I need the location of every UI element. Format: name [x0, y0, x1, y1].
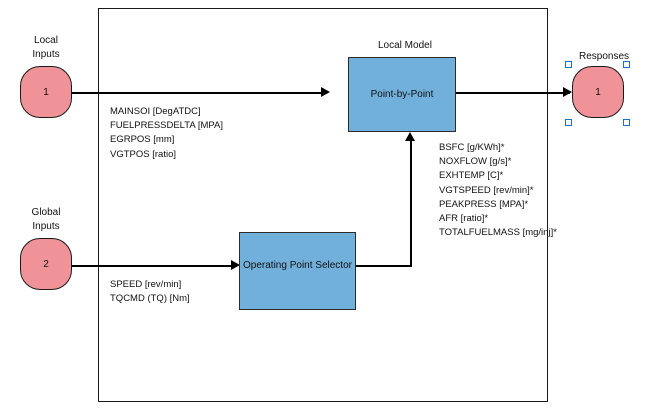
arrowhead-feedback	[405, 132, 415, 141]
signal-line-global-inputs[interactable]	[72, 265, 232, 267]
arrowhead-responses	[563, 87, 572, 97]
local-inputs-signal-list: MAINSOI [DegATDC] FUELPRESSDELTA [MPA] E…	[110, 106, 223, 160]
subsystem-frame	[98, 8, 548, 402]
selection-handle-top-right[interactable]	[623, 61, 630, 68]
block-local-model[interactable]: Point-by-Point	[348, 57, 456, 132]
arrowhead-local-inputs	[321, 87, 330, 97]
port-responses-number: 1	[595, 86, 601, 98]
port-local-inputs-number: 1	[43, 86, 49, 98]
port-global-inputs-number: 2	[43, 258, 49, 270]
global-inputs-signal-list: SPEED [rev/min] TQCMD (TQ) [Nm]	[110, 279, 190, 305]
block-operating-point-selector[interactable]	[239, 232, 356, 310]
responses-signal-list: BSFC [g/KWh]* NOXFLOW [g/s]* EXHTEMP [C]…	[439, 142, 557, 239]
feedback-line-horizontal[interactable]	[356, 265, 412, 267]
local-inputs-caption: Local Inputs	[32, 35, 60, 60]
local-model-label: Point-by-Point	[370, 89, 434, 100]
signal-line-responses[interactable]	[456, 92, 570, 94]
port-global-inputs[interactable]: 2	[20, 238, 72, 290]
selection-handle-bottom-right[interactable]	[623, 119, 630, 126]
feedback-line-vertical[interactable]	[410, 140, 412, 267]
selection-handle-bottom-left[interactable]	[565, 119, 572, 126]
operating-point-selector-label: Operating Point Selector	[243, 260, 352, 271]
arrowhead-global-inputs	[231, 260, 240, 270]
signal-line-local-inputs[interactable]	[72, 92, 323, 94]
global-inputs-caption: Global Inputs	[31, 207, 61, 232]
port-responses[interactable]: 1	[572, 66, 624, 118]
local-model-caption: Local Model	[378, 40, 432, 51]
port-local-inputs[interactable]: 1	[20, 66, 72, 118]
selection-handle-top-left[interactable]	[565, 61, 572, 68]
responses-caption: Responses	[578, 51, 630, 62]
